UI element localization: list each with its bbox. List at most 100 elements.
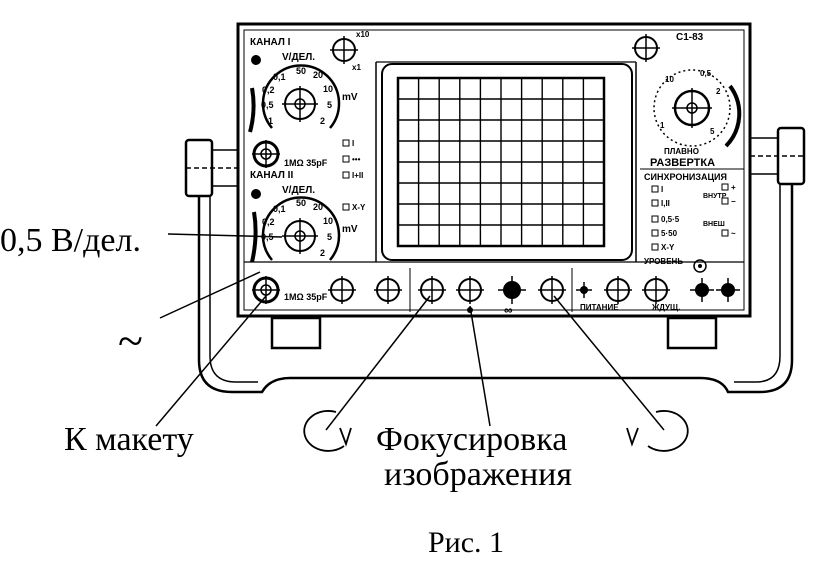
crt-graticule: [398, 78, 604, 246]
time-div-scale: 10 0,5 2 1 5: [660, 69, 721, 136]
right-handle-mount: [750, 126, 806, 186]
svg-text:2: 2: [320, 248, 325, 258]
sensitivity-callout: 0,5 В/дел.: [0, 222, 141, 259]
to-model-callout: К макету: [64, 421, 194, 458]
mv-label-2: mV: [342, 224, 358, 235]
focus-callout-line2: изображения: [384, 456, 572, 493]
carrying-handle: [197, 184, 794, 394]
input-impedance-1: 1MΩ 35pF: [284, 158, 328, 168]
svg-text:~: ~: [731, 229, 736, 238]
channel1-label: КАНАЛ I: [250, 37, 291, 48]
svg-text:20: 20: [313, 70, 323, 80]
left-foot: [270, 316, 322, 350]
volts-div-label-2: V/ДЕЛ.: [282, 185, 315, 196]
svg-text:0,5·5: 0,5·5: [661, 215, 680, 224]
to-model-leader: [155, 295, 267, 427]
power-label: ПИТАНИЕ: [580, 303, 619, 312]
input-impedance-2: 1MΩ 35pF: [284, 292, 328, 302]
svg-text:10: 10: [665, 75, 674, 84]
svg-text:X-Y: X-Y: [661, 243, 675, 252]
x10-label: x10: [356, 30, 370, 39]
ch1-position-knob[interactable]: [330, 36, 358, 64]
ch1-indicator: [251, 55, 261, 65]
svg-text:0,5: 0,5: [261, 100, 274, 110]
svg-text:0,5: 0,5: [700, 69, 712, 78]
x1-label: x1: [352, 63, 361, 72]
model-label: С1-83: [676, 32, 704, 43]
svg-text:5: 5: [710, 127, 715, 136]
ac-symbol-callout: ~: [118, 315, 143, 366]
sync-label: СИНХРОНИЗАЦИЯ: [644, 172, 727, 182]
ext-input-jack-2[interactable]: [716, 278, 740, 302]
panel-inner-border: [243, 29, 745, 311]
focus-callout-line1: Фокусировка: [376, 421, 567, 458]
figure-caption: Рис. 1: [428, 526, 504, 559]
crt-bezel: [381, 63, 633, 261]
brightness-knob[interactable]: [418, 276, 446, 304]
focus-leader-3: [553, 295, 665, 431]
svg-text:5: 5: [327, 232, 332, 242]
focus-knob[interactable]: [456, 276, 484, 313]
ch2-input-jack[interactable]: [252, 276, 280, 304]
ch1-coupling-switch[interactable]: [248, 87, 256, 133]
ch2-scale-labels: 0,1 50 20 10 5 2 0,5 0,2: [261, 198, 333, 258]
sweep-label: РАЗВЕРТКА: [650, 157, 715, 169]
channel2-label: КАНАЛ II: [250, 170, 293, 181]
x-shift-knob[interactable]: [374, 276, 402, 304]
level-label: УРОВЕНЬ: [644, 257, 683, 266]
svg-text:1: 1: [268, 116, 273, 126]
svg-text:2: 2: [320, 116, 325, 126]
svg-text:+: +: [731, 183, 736, 192]
svg-text:2: 2: [716, 87, 721, 96]
mv-label-1: mV: [342, 92, 358, 103]
svg-text:0,2: 0,2: [262, 217, 275, 227]
ch2-position-knob[interactable]: [328, 276, 356, 304]
oscilloscope-case: [236, 22, 752, 318]
astigmatism-knob[interactable]: ∞: [498, 276, 526, 317]
focus-leader-1: [325, 295, 431, 431]
ch1-input-jack[interactable]: [252, 140, 280, 168]
svg-text:50: 50: [296, 66, 306, 76]
ch1-volts-div-knob[interactable]: [261, 64, 341, 129]
left-handle-mount: [184, 138, 238, 198]
top-right-knob[interactable]: [632, 34, 660, 62]
channel-mode-buttons: I ••• I+II X-Y: [342, 139, 366, 212]
svg-text:50: 50: [296, 198, 306, 208]
svg-text:5: 5: [327, 100, 332, 110]
volts-div-label-1: V/ДЕЛ.: [282, 52, 315, 63]
svg-text:X-Y: X-Y: [352, 203, 366, 212]
ch2-indicator: [251, 189, 261, 199]
sensitivity-leader: [167, 233, 283, 238]
svg-text:ВНЕШ: ВНЕШ: [703, 221, 725, 228]
svg-text:10: 10: [323, 216, 333, 226]
ac-leader: [159, 271, 261, 319]
svg-text:I: I: [661, 185, 663, 194]
time-div-knob[interactable]: [653, 69, 742, 148]
trigger-knob[interactable]: [604, 276, 632, 304]
svg-text:10: 10: [323, 84, 333, 94]
rotate-ccw-icon: [303, 410, 352, 452]
svg-text:I: I: [352, 139, 354, 148]
svg-text:5·50: 5·50: [661, 229, 678, 238]
sync-mode-buttons: I I,II 0,5·5 5·50 X-Y ВНУТР ВНЕШ + − ~: [651, 183, 736, 252]
level-knob[interactable]: [642, 276, 670, 304]
svg-text:I+II: I+II: [352, 171, 363, 180]
svg-text:−: −: [731, 197, 736, 206]
power-button[interactable]: [576, 282, 592, 298]
svg-text:ВНУТР: ВНУТР: [703, 193, 727, 200]
scale-illumination-knob[interactable]: [538, 276, 566, 304]
svg-text:0,1: 0,1: [273, 72, 286, 82]
svg-text:•••: •••: [352, 155, 361, 164]
svg-text:1: 1: [660, 121, 665, 130]
smooth-label: ПЛАВНО: [664, 147, 699, 156]
svg-text:0,2: 0,2: [262, 85, 275, 95]
svg-text:20: 20: [313, 202, 323, 212]
ext-input-jack-1[interactable]: [690, 278, 714, 302]
ch1-scale-labels: 0,1 50 20 10 5 2 1 0,5 0,2: [261, 66, 333, 126]
level-indicator: [693, 259, 707, 273]
right-foot: [666, 316, 718, 350]
svg-text:0,1: 0,1: [273, 204, 286, 214]
svg-text:∞: ∞: [504, 303, 513, 317]
rotate-cw-icon: [626, 410, 689, 452]
